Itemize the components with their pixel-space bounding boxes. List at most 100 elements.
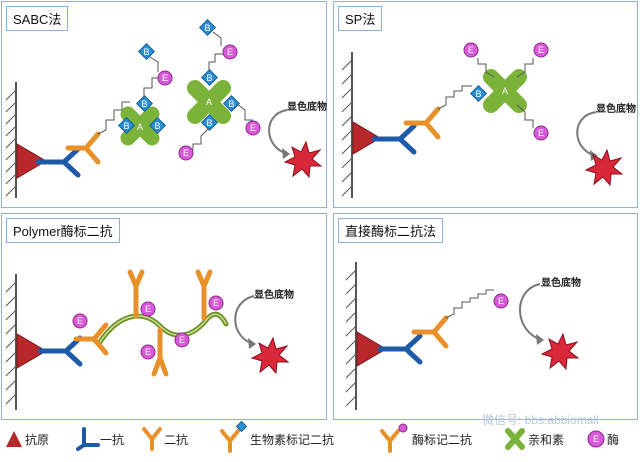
svg-text:B: B [206, 118, 212, 128]
linker-chain [516, 104, 534, 128]
svg-text:E: E [250, 123, 256, 133]
svg-text:E: E [77, 316, 83, 326]
sabc-diagram: A B B B B E A B B B B E E E 显色底物 [5, 19, 327, 198]
legend-enzyme-swatch [587, 430, 605, 448]
substrate-burst [540, 332, 580, 371]
sabc-panel: A B B B B E A B B B B E E E 显色底物 SABC法 [1, 1, 327, 208]
svg-text:B: B [141, 99, 147, 109]
linker-chain [192, 127, 210, 150]
linker-chain [208, 53, 223, 72]
substrate-burst [250, 336, 290, 375]
substrate-label: 显色底物 [541, 276, 581, 289]
legend-enzyme-dot [398, 423, 408, 433]
linker-chain [516, 58, 534, 78]
avidin-label: A [206, 97, 212, 107]
primary-antibody [37, 335, 83, 367]
secondary-antibody [195, 269, 213, 321]
substrate-burst [283, 140, 323, 179]
linker-chain [143, 77, 158, 98]
direct-title: 直接酶标二抗法 [338, 218, 444, 243]
svg-text:E: E [498, 296, 504, 306]
membrane-wall [5, 274, 17, 410]
reaction-arrow [268, 109, 289, 155]
linker-chain [212, 31, 222, 46]
biotin-marker: B [138, 43, 155, 60]
polymer-title: Polymer酶标二抗 [6, 218, 120, 243]
enzyme-marker: E [174, 332, 190, 348]
antigen-triangle [16, 333, 47, 369]
legend-enzyme-secondary-swatch [380, 429, 400, 453]
biotin-marker: B [149, 117, 166, 134]
primary-antibody [35, 146, 81, 178]
legend-antigen-swatch [6, 431, 22, 447]
sp-diagram: B A E E E 显色底物 [341, 42, 636, 198]
enzyme-marker: E [140, 301, 156, 317]
secondary-antibody [127, 269, 145, 319]
enzyme-marker: E [178, 145, 194, 161]
avidin-label: A [502, 86, 508, 96]
polymer-diagram: E E E E E 显色底物 [5, 269, 294, 410]
legend: 抗原 一抗 二抗 生物素标记二抗 酶标记二抗 亲和素 E 酶 [6, 420, 619, 453]
biotin-marker: B [199, 19, 216, 36]
membrane-wall [345, 262, 357, 410]
svg-text:B: B [206, 73, 212, 83]
svg-text:E: E [145, 347, 151, 357]
membrane-wall [5, 82, 17, 198]
svg-text:B: B [228, 99, 234, 109]
reaction-arrow [234, 295, 255, 345]
svg-text:E: E [183, 148, 189, 158]
reaction-arrow [576, 111, 597, 157]
svg-text:E: E [213, 298, 219, 308]
legend-enzyme-secondary-label: 酶标记二抗 [412, 432, 472, 447]
secondary-antibody [411, 315, 449, 349]
svg-text:B: B [123, 121, 129, 131]
membrane-wall [341, 52, 353, 198]
svg-text:B: B [154, 121, 160, 131]
sabc-title: SABC法 [6, 6, 69, 31]
legend-biotin-secondary-label: 生物素标记二抗 [250, 432, 334, 447]
polymer-panel: E E E E E 显色底物 Polymer酶标二抗 [1, 213, 327, 420]
sp-panel: B A E E E 显色底物 SP法 [333, 1, 638, 208]
reaction-arrow [519, 283, 543, 341]
legend-avidin-swatch [505, 428, 525, 450]
legend-biotin-secondary-swatch [220, 429, 240, 453]
legend-enzyme-letter: E [593, 434, 599, 444]
enzyme-marker: E [208, 295, 224, 311]
svg-text:E: E [145, 304, 151, 314]
substrate-label: 显色底物 [596, 102, 636, 115]
biotin-marker: B [201, 114, 218, 131]
linker-chain [437, 85, 472, 110]
enzyme-marker: E [222, 44, 238, 60]
legend-avidin-label: 亲和素 [528, 433, 564, 447]
enzyme-marker: E [140, 344, 156, 360]
linker-chain [477, 58, 495, 78]
enzyme-marker: E [533, 125, 549, 141]
legend-antigen-label: 抗原 [25, 432, 49, 447]
secondary-antibody [151, 327, 169, 377]
primary-antibody [377, 333, 423, 365]
substrate-label: 显色底物 [254, 288, 294, 301]
substrate-burst [584, 148, 624, 187]
enzyme-marker: E [245, 120, 261, 136]
legend-primary-label: 一抗 [100, 432, 124, 447]
watermark: 微信号: bbs.abbiomall [482, 413, 599, 427]
svg-text:E: E [179, 335, 185, 345]
reaction-arrowhead [248, 338, 256, 349]
avidin-complex: A B B B [118, 95, 166, 146]
secondary-antibody [65, 131, 101, 165]
direct-panel: E 显色底物 直接酶标二抗法 [333, 213, 638, 420]
secondary-antibody [73, 322, 109, 356]
reaction-arrowhead [536, 334, 544, 345]
linker-chain [97, 101, 130, 135]
antigen-triangle [356, 331, 387, 367]
biotin-marker: B [201, 69, 218, 86]
svg-text:B: B [204, 23, 210, 33]
svg-text:E: E [162, 73, 168, 83]
legend-primary-swatch [76, 427, 100, 451]
direct-diagram: E 显色底物 [345, 262, 581, 410]
avidin-complex: A [483, 69, 527, 113]
biotin-marker: B [118, 117, 135, 134]
legend-enzyme-label: 酶 [607, 432, 619, 447]
polymer-backbone-highlight [99, 313, 227, 343]
sp-title: SP法 [338, 6, 383, 31]
